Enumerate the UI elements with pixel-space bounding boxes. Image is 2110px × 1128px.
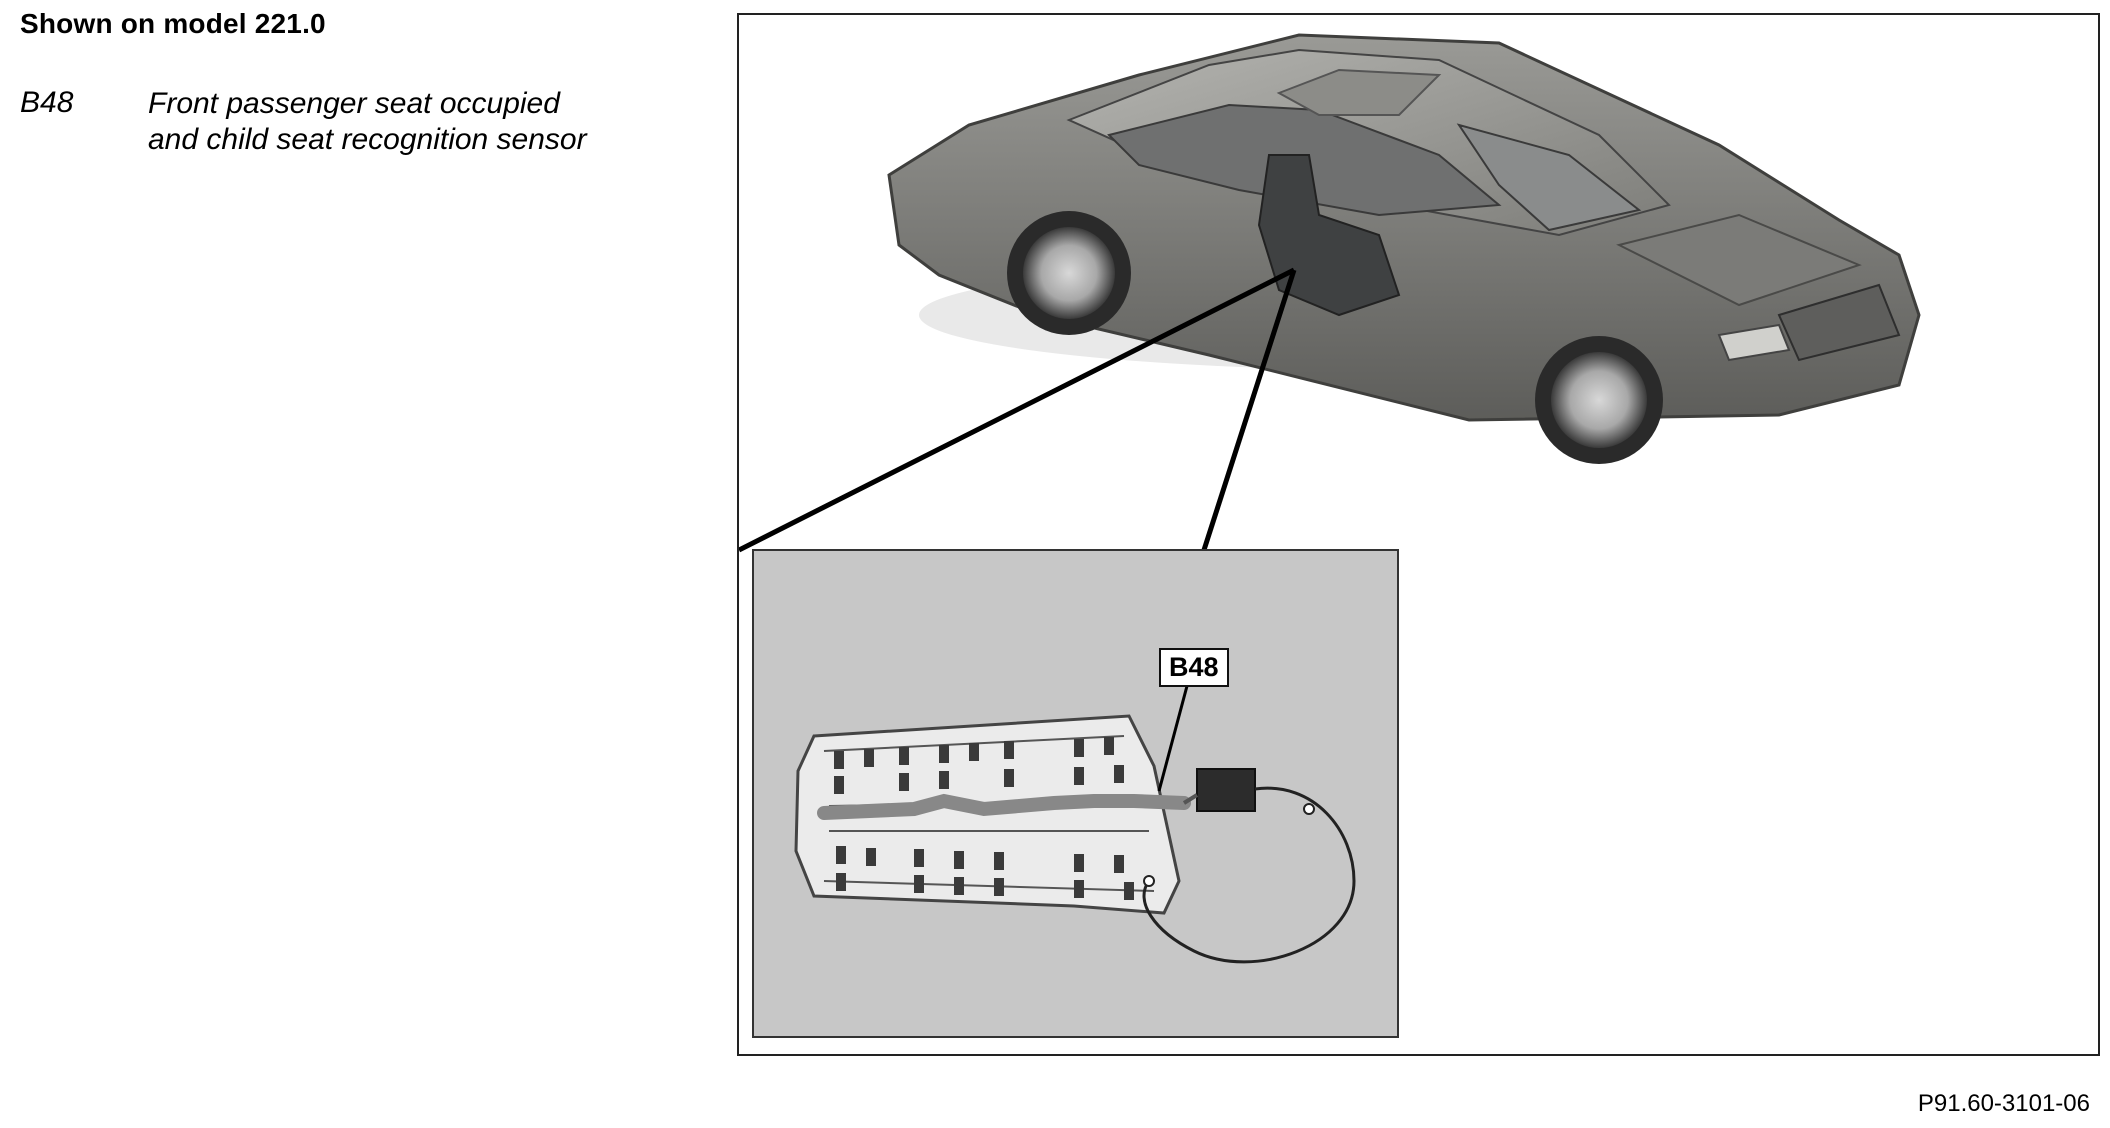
control-unit (1196, 768, 1256, 812)
figure-code: P91.60-3101-06 (1917, 1090, 2090, 1117)
callout-leader (1157, 685, 1189, 792)
sensor-cable (1142, 786, 1356, 964)
legend-description: Front passenger seat occupied and child … (148, 87, 587, 156)
sensor-mat-illustration (794, 685, 1356, 964)
legend-code: B48 (20, 86, 74, 119)
rear-wheel (1023, 227, 1115, 319)
detail-inset (752, 549, 1399, 1038)
front-wheel (1551, 352, 1647, 448)
page-title: Shown on model 221.0 (20, 8, 326, 39)
leader-line (739, 267, 1296, 553)
car-illustration (739, 33, 1921, 553)
callout-label: B48 (1159, 648, 1229, 687)
